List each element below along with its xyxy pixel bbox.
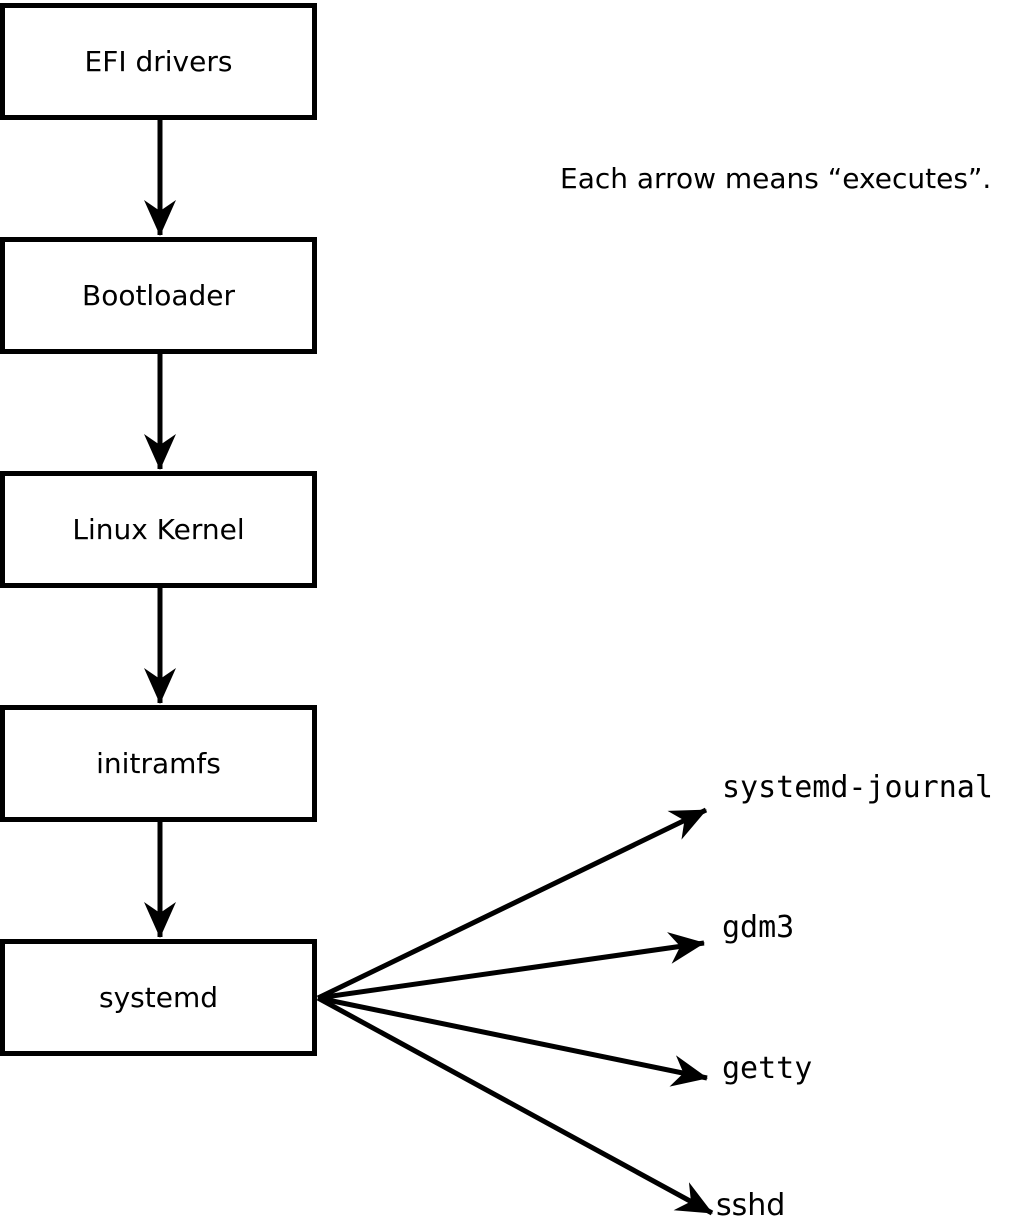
box-systemd: systemd [0, 939, 317, 1056]
box-bootloader-label: Bootloader [81, 278, 236, 312]
box-initramfs: initramfs [0, 705, 317, 822]
label-gdm3: gdm3 [722, 910, 795, 945]
box-systemd-label: systemd [99, 980, 218, 1014]
label-getty: getty [722, 1051, 813, 1086]
arrow-systemd-to-gdm3-icon [317, 932, 705, 1001]
box-efi-drivers: EFI drivers [0, 3, 317, 120]
arrow-systemd-to-getty-icon [317, 995, 708, 1087]
arrow-legend-note: Each arrow means “executes”. [560, 162, 992, 195]
arrow-systemd-to-sshd-icon [316, 995, 714, 1216]
box-initramfs-label: initramfs [96, 746, 221, 780]
box-efi-drivers-label: EFI drivers [84, 44, 233, 78]
label-systemd-journal: systemd-journal [722, 770, 993, 805]
box-bootloader: Bootloader [0, 237, 317, 354]
arrow-systemd-to-journal-icon [316, 807, 708, 1001]
box-linux-kernel-label: Linux Kernel [72, 512, 245, 546]
label-sshd: sshd [716, 1188, 786, 1223]
box-linux-kernel: Linux Kernel [0, 471, 317, 588]
